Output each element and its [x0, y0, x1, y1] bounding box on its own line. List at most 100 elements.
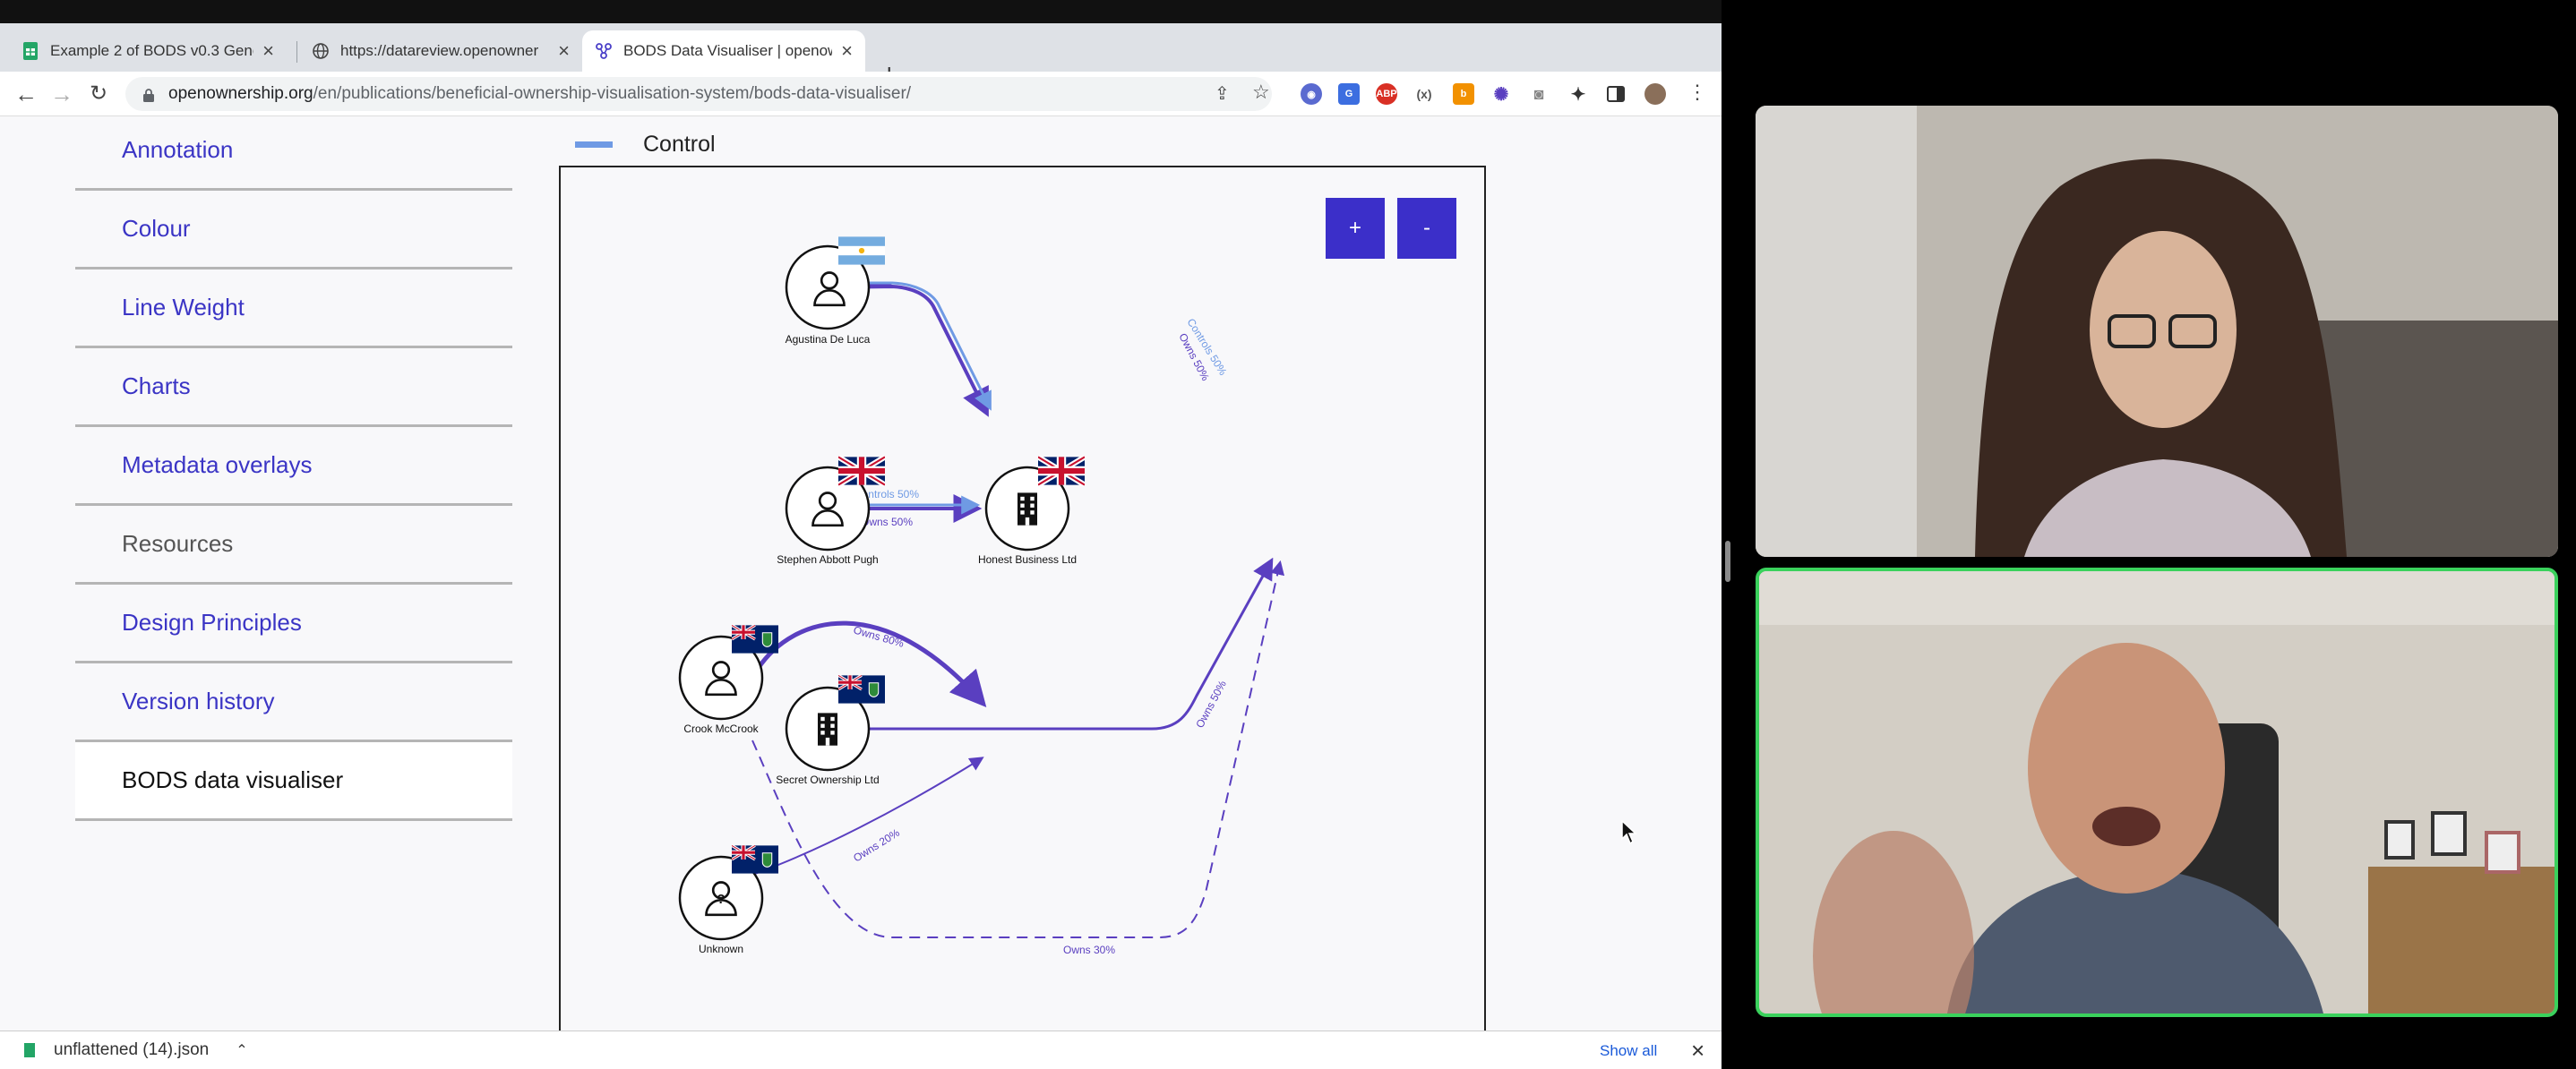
legend-label: Control	[643, 132, 716, 157]
chevron-up-icon[interactable]: ⌃	[236, 1043, 248, 1058]
graph-canvas: Controls 50% Owns 50% Controls 50% Owns …	[678, 236, 1284, 956]
address-bar[interactable]: openownership.org/en/publications/benefi…	[125, 77, 1272, 111]
uk-flag-icon	[838, 457, 885, 484]
participant-image-man	[1759, 571, 2555, 1013]
url-host: openownership.org	[168, 84, 313, 103]
sidebar-item-bods-data-visualiser[interactable]: BODS data visualiser	[75, 742, 512, 821]
tab-title: https://datareview.openowner	[340, 42, 539, 59]
sidebar-item-label: Colour	[122, 215, 191, 242]
sidebar-item-line-weight[interactable]: Line Weight	[75, 269, 512, 348]
sidebar-item-design-principles[interactable]: Design Principles	[75, 585, 512, 663]
ownership-graph[interactable]: + -	[559, 166, 1486, 1031]
globe-icon	[312, 42, 330, 60]
bookmark-star-icon[interactable]: ☆	[1252, 81, 1270, 103]
sidebar-item-label: Annotation	[122, 136, 234, 163]
url-path: /en/publications/beneficial-ownership-vi…	[313, 84, 912, 103]
extension-icon-5[interactable]: b	[1453, 83, 1474, 105]
node-label: Agustina De Luca	[786, 333, 871, 346]
close-tab-icon[interactable]: ×	[841, 39, 853, 62]
node-label: Stephen Abbott Pugh	[777, 553, 878, 566]
puzzle-extensions-icon[interactable]: ✦	[1567, 83, 1589, 105]
argentina-flag-icon	[838, 236, 885, 265]
sidebar-item-annotation[interactable]: Annotation	[75, 117, 512, 191]
participant-image-woman	[1756, 106, 2558, 557]
mouse-pointer-icon	[1621, 820, 1637, 845]
file-icon	[24, 1043, 35, 1057]
tab-strip: Example 2 of BODS v0.3 Gene × https://da…	[0, 23, 1722, 89]
lock-icon	[143, 88, 154, 102]
close-tab-icon[interactable]: ×	[262, 39, 274, 62]
back-arrow-icon[interactable]: ←	[14, 81, 38, 107]
browser-window: Example 2 of BODS v0.3 Gene × https://da…	[0, 0, 1722, 1069]
node-label: Secret Ownership Ltd	[776, 774, 879, 786]
share-icon[interactable]: ⇪	[1215, 84, 1230, 104]
edge-label: Owns 50%	[1193, 678, 1229, 730]
edge-label: Owns 30%	[1063, 944, 1115, 956]
page-content: Annotation Colour Line Weight Charts Met…	[0, 117, 1722, 1031]
panel-resize-handle[interactable]	[1725, 541, 1730, 582]
node-honest-business-ltd[interactable]: Honest Business Ltd	[978, 457, 1085, 566]
adblock-icon[interactable]: ABP	[1376, 83, 1397, 105]
edge-label: Owns 20%	[851, 826, 902, 865]
extension-icon-1[interactable]: ◉	[1301, 83, 1322, 105]
bvi-flag-icon	[732, 625, 778, 653]
sidebar-item-charts[interactable]: Charts	[75, 348, 512, 427]
camera-icon[interactable]: ◙	[1528, 83, 1550, 105]
chrome-menu-icon[interactable]: ⋮	[1687, 81, 1707, 103]
extension-icon-4[interactable]: (x)	[1413, 83, 1435, 105]
sidebar-item-label: Line Weight	[122, 294, 245, 321]
reload-icon[interactable]: ↻	[90, 81, 108, 106]
tab-datareview[interactable]: https://datareview.openowner ×	[299, 30, 582, 72]
sidebar-item-label: Resources	[122, 530, 234, 557]
tab-title: Example 2 of BODS v0.3 Gene	[50, 42, 254, 59]
translate-icon[interactable]: G	[1338, 83, 1360, 105]
download-bar: unflattened (14).json ⌃ Show all ×	[0, 1031, 1722, 1069]
sheets-icon	[21, 42, 39, 60]
uk-flag-icon	[1038, 457, 1085, 484]
sidebar-item-label: BODS data visualiser	[122, 766, 344, 793]
zoom-out-button[interactable]: -	[1397, 198, 1456, 259]
tab-divider	[296, 41, 297, 63]
node-crook-mccrook[interactable]: Crook McCrook	[678, 625, 778, 735]
edge-agustina-honest-controls	[828, 281, 992, 411]
show-all-downloads-link[interactable]: Show all	[1600, 1042, 1658, 1059]
sidebar-item-metadata-overlays[interactable]: Metadata overlays	[75, 427, 512, 506]
building-icon	[818, 713, 837, 746]
tab-bods-visualiser[interactable]: BODS Data Visualiser | openow ×	[582, 30, 865, 72]
building-icon	[1018, 492, 1037, 526]
participant-video-1	[1756, 106, 2558, 557]
node-secret-ownership-ltd[interactable]: Secret Ownership Ltd	[776, 675, 885, 786]
side-panel-icon[interactable]	[1605, 83, 1627, 105]
node-agustina-de-luca[interactable]: Agustina De Luca	[786, 236, 885, 346]
close-download-bar-icon[interactable]: ×	[1691, 1037, 1705, 1064]
sidebar-item-label: Metadata overlays	[122, 451, 313, 478]
tab-sheets[interactable]: Example 2 of BODS v0.3 Gene ×	[9, 30, 287, 72]
screen-top-bar	[0, 0, 1722, 23]
edge-secret-honest	[828, 557, 1274, 731]
graph-legend: Control	[575, 132, 716, 158]
node-label: Honest Business Ltd	[978, 553, 1077, 566]
bvi-flag-icon	[732, 845, 778, 873]
download-item[interactable]: unflattened (14).json ⌃	[23, 1040, 248, 1060]
participant-video-2-active-speaker	[1756, 568, 2558, 1017]
sidebar-item-label: Version history	[122, 688, 275, 714]
sidebar-item-colour[interactable]: Colour	[75, 191, 512, 269]
close-tab-icon[interactable]: ×	[558, 39, 570, 62]
edge-label: Owns 50%	[861, 516, 913, 528]
extension-icon-6[interactable]: ✺	[1490, 83, 1512, 105]
node-stephen-abbott-pugh[interactable]: Stephen Abbott Pugh	[777, 457, 885, 566]
browser-toolbar: ← → ↻ openownership.org/en/publications/…	[0, 72, 1722, 116]
node-label: Crook McCrook	[683, 723, 759, 735]
tab-title: BODS Data Visualiser | openow	[623, 42, 833, 59]
forward-arrow-icon[interactable]: →	[50, 81, 73, 107]
openownership-icon	[595, 42, 613, 60]
question-mark-icon: ?	[717, 892, 725, 907]
edge-agustina-honest-owns-line	[827, 284, 989, 417]
control-legend-swatch	[575, 141, 613, 148]
sidebar-item-resources[interactable]: Resources	[75, 506, 512, 585]
profile-avatar[interactable]	[1644, 83, 1666, 105]
zoom-in-button[interactable]: +	[1326, 198, 1385, 259]
download-filename: unflattened (14).json	[54, 1040, 210, 1059]
sidebar-item-version-history[interactable]: Version history	[75, 663, 512, 742]
node-unknown[interactable]: ? Unknown	[678, 845, 778, 955]
